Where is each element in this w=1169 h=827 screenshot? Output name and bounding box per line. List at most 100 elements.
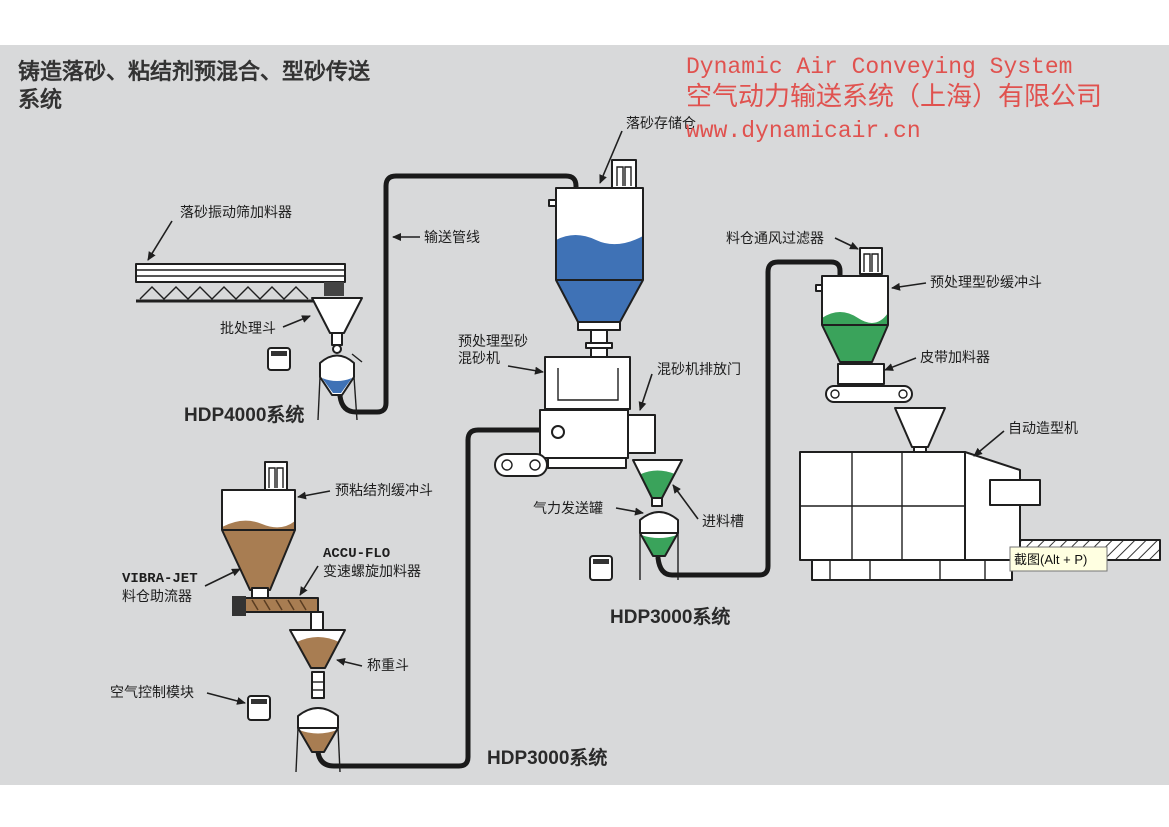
hdp4000-vessel-sand	[322, 378, 352, 393]
hdp4000-air-line	[351, 353, 363, 363]
filter-icon	[863, 253, 879, 272]
belt-roller	[501, 459, 513, 471]
inlet-valve-icon	[332, 344, 342, 354]
label-sand-surge-hopper: 预处理型砂缓冲斗	[930, 274, 1042, 290]
mixer-feed-flange	[585, 342, 613, 349]
variable-speed-screw-feeder	[232, 596, 324, 631]
arrow-bin-vent-filter	[834, 237, 859, 250]
silo-vent-filter	[611, 159, 637, 189]
hdp3000-left-leg	[337, 727, 341, 773]
air-control-box-top	[251, 699, 267, 704]
screw-flights	[251, 599, 307, 611]
belt-feeder	[825, 363, 913, 403]
binder-hopper-outline	[221, 489, 296, 591]
belt-feeder-skirt	[837, 363, 885, 385]
screen-deck	[135, 263, 346, 283]
conveying-pipe-hdp4000	[337, 173, 579, 415]
label-moulding-machine: 自动造型机	[1008, 420, 1078, 436]
weigh-hopper	[289, 629, 346, 699]
label-bin-vent-filter: 料仓通风过滤器	[726, 230, 824, 246]
screenshot-tooltip: 截图(Alt + P)	[1009, 546, 1108, 572]
weigh-hopper-outline	[289, 629, 346, 669]
label-vibra-jet: VIBRA-JET	[122, 571, 198, 587]
prepared-sand-mixer	[494, 329, 656, 477]
label-batch-hopper: 批处理斗	[220, 320, 276, 336]
label-mixer-line1: 预处理型砂	[458, 333, 528, 349]
moulding-control-box	[989, 479, 1041, 506]
leader-arrows	[147, 130, 1005, 705]
air-control-module-icon	[247, 695, 271, 721]
arrow-mixer	[507, 365, 544, 375]
belt-feeder-belt	[825, 385, 913, 403]
hdp3000-left-leg	[295, 727, 299, 773]
tooltip-text: 截图(Alt + P)	[1014, 552, 1087, 567]
arrow-weigh-hopper	[336, 657, 363, 667]
label-screw-feeder: 变速螺旋加料器	[323, 563, 421, 579]
label-accu-flo: ACCU-FLO	[323, 546, 390, 562]
feed-chute-valve	[651, 497, 663, 507]
binder-surge-hopper	[221, 461, 296, 599]
binder-hopper-outlet	[251, 587, 269, 599]
diagram-title-line2: 系统	[18, 87, 62, 112]
moulding-feed-funnel	[894, 407, 946, 448]
screw-feeder-drive	[232, 596, 246, 616]
arrow-binder-surge-hopper	[297, 490, 331, 500]
surge-hopper-outline	[821, 275, 889, 363]
air-control-box-top	[271, 351, 287, 356]
arrow-bin-activator	[204, 568, 241, 587]
diagram-title-line1: 铸造落砂、粘结剂预混合、型砂传送	[18, 59, 370, 84]
hdp3000-transporter-right	[639, 511, 679, 580]
label-feed-chute: 进料槽	[702, 513, 744, 529]
air-control-module-icon	[267, 347, 291, 371]
arrow-belt-feeder	[884, 357, 917, 371]
hdp3000-left-material	[299, 730, 337, 752]
arrow-feed-chute	[672, 484, 699, 520]
label-mixer-discharge-gate: 混砂机排放门	[657, 361, 741, 377]
system-label-hdp4000: HDP4000系统	[184, 403, 304, 426]
arrow-batch-hopper	[282, 315, 311, 328]
mixer-inner-pan	[557, 368, 619, 401]
mixer-discharge-gate	[627, 414, 656, 454]
arrow-screw-feeder	[299, 565, 319, 596]
hdp3000-left-outline	[297, 707, 339, 753]
arrow-screen-feeder	[147, 220, 173, 261]
system-label-hdp3000-left: HDP3000系统	[487, 746, 607, 769]
filter-icon	[268, 467, 284, 488]
label-conveying-line: 输送管线	[424, 229, 480, 245]
arrow-storage-silo	[599, 130, 623, 184]
conveying-pipe-hdp3000-right	[655, 259, 843, 578]
label-belt-feeder: 皮带加料器	[920, 349, 990, 365]
arrow-transporter-vessel	[615, 507, 644, 516]
batch-hopper-body	[311, 297, 363, 334]
tooltip-box	[1009, 546, 1108, 572]
screen-springs	[139, 286, 309, 300]
silo-level-sensor	[548, 199, 557, 207]
moulding-machine-base	[811, 559, 1013, 581]
arrow-moulding-machine	[973, 430, 1005, 457]
screen-discharge	[324, 282, 344, 296]
arrow-sand-surge-hopper	[891, 282, 927, 291]
label-weigh-hopper: 称重斗	[367, 657, 409, 673]
surge-hopper-level-sensor	[815, 284, 823, 292]
arrow-mixer-discharge-gate	[638, 373, 653, 411]
label-mixer-line2: 混砂机	[458, 350, 500, 366]
label-binder-surge-hopper: 预粘结剂缓冲斗	[335, 482, 433, 498]
hdp3000-right-outline	[639, 511, 679, 557]
filter-icon	[616, 166, 632, 186]
arrow-air-control-module	[206, 692, 246, 705]
weigh-hopper-valve	[311, 671, 325, 699]
hdp3000-transporter-left	[295, 707, 341, 773]
belt-roller	[898, 389, 908, 399]
hdp4000-leg	[317, 376, 321, 421]
feed-chute	[632, 459, 683, 507]
batch-hopper-neck	[331, 332, 343, 346]
silo-sand-level	[556, 235, 643, 322]
label-bin-activator: 料仓助流器	[122, 588, 192, 604]
hdp4000-transporter	[317, 353, 363, 421]
label-storage-silo: 落砂存储仓	[626, 115, 696, 131]
system-label-hdp3000-right: HDP3000系统	[610, 605, 730, 628]
air-control-module-icon	[589, 555, 613, 581]
batch-hopper	[311, 297, 363, 354]
silo-outlet	[577, 321, 621, 331]
